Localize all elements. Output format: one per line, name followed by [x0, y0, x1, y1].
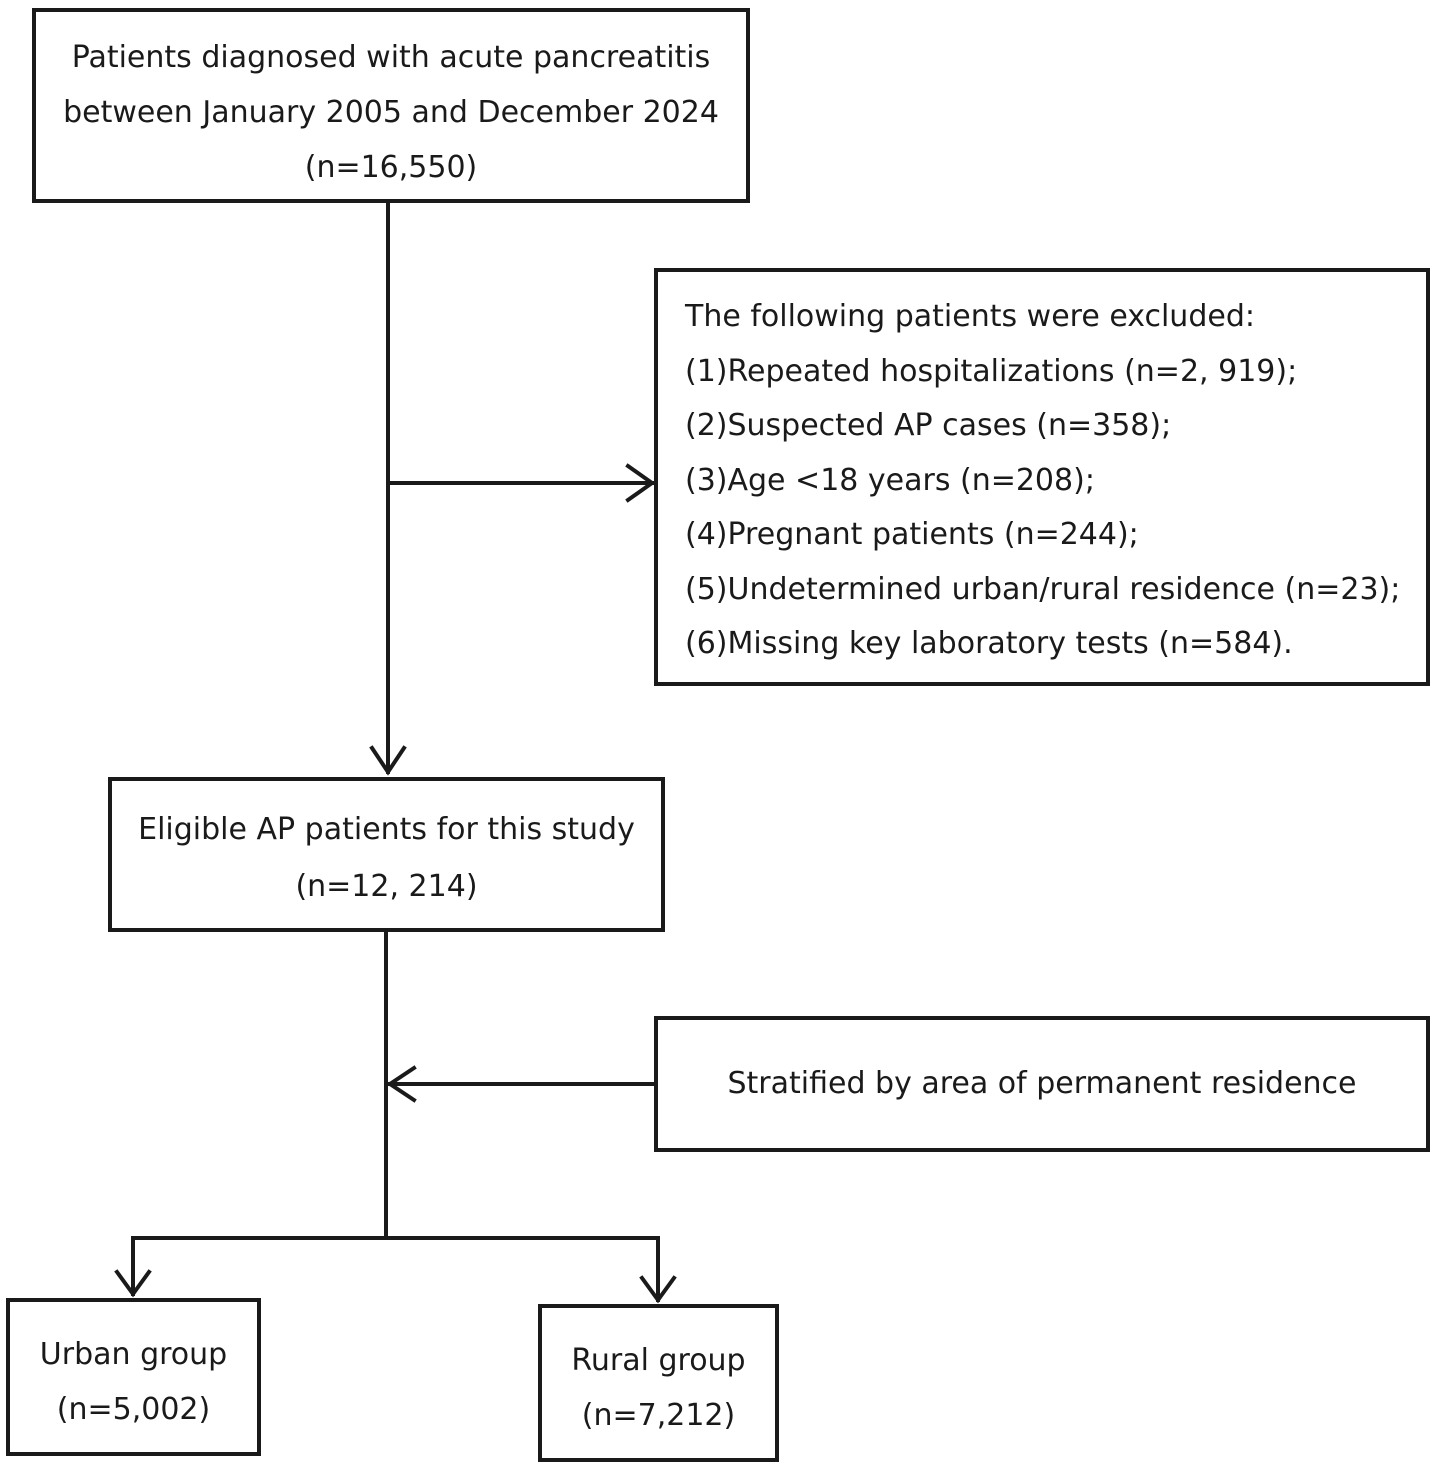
- exclusion-item: (3)Age <18 years (n=208);: [685, 462, 1095, 498]
- exclusion-item: (4)Pregnant patients (n=244);: [685, 517, 1139, 552]
- arrowhead-urban: [114, 1269, 152, 1298]
- box-initial-population: Patients diagnosed with acute pancreatit…: [32, 8, 750, 203]
- box-stratification: Stratified by area of permanent residenc…: [654, 1016, 1430, 1152]
- exclusion-heading: The following patients were excluded:: [685, 299, 1255, 334]
- box-text-line: Patients diagnosed with acute pancreatit…: [71, 40, 711, 75]
- box-exclusions: The following patients were excluded: (1…: [654, 268, 1430, 686]
- box-eligible-patients: Eligible AP patients for this study (n=1…: [108, 777, 665, 932]
- box-text-line: Stratified by area of permanent residenc…: [727, 1066, 1357, 1101]
- exclusion-item: (1)Repeated hospitalizations (n=2, 919);: [685, 353, 1298, 389]
- box-count: (n=7,212): [581, 1398, 736, 1433]
- group-label: Rural group: [571, 1343, 746, 1378]
- arrowhead-stratified: [386, 1065, 417, 1103]
- arrowhead-excluded: [625, 463, 656, 503]
- box-text-line: between January 2005 and December 2024: [63, 95, 719, 130]
- box-count: (n=16,550): [304, 150, 478, 185]
- box-urban-group: Urban group (n=5,002): [6, 1298, 261, 1456]
- box-count: (n=12, 214): [295, 869, 478, 904]
- box-text-line: Eligible AP patients for this study: [138, 812, 635, 847]
- exclusion-item: (2)Suspected AP cases (n=358);: [685, 408, 1172, 443]
- box-rural-group: Rural group (n=7,212): [538, 1304, 779, 1462]
- arrowhead-eligible: [369, 745, 407, 776]
- arrowhead-rural: [639, 1275, 677, 1304]
- exclusion-item: (5)Undetermined urban/rural residence (n…: [685, 571, 1401, 607]
- exclusion-item: (6)Missing key laboratory tests (n=584).: [685, 626, 1293, 661]
- group-label: Urban group: [39, 1337, 228, 1372]
- box-count: (n=5,002): [56, 1392, 211, 1427]
